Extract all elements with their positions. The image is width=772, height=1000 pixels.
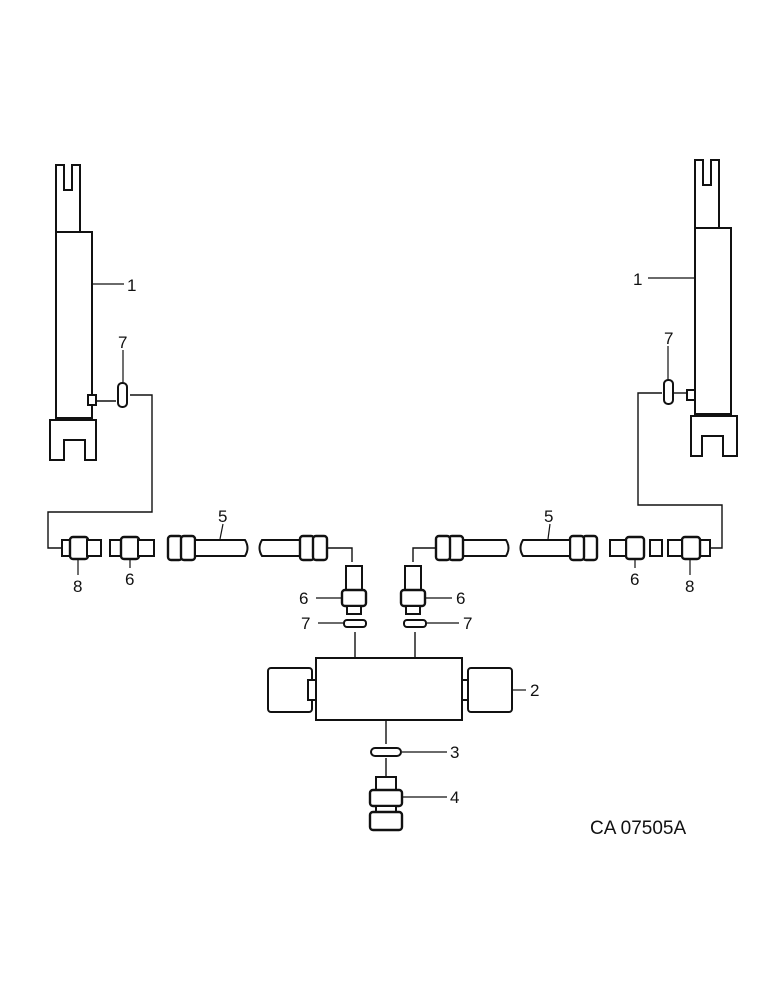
- callout-leaders: [77, 277, 694, 798]
- callout-5-left: 5: [218, 507, 227, 526]
- left-fitting-8: [61, 535, 102, 561]
- left-connection-lines: [47, 394, 153, 549]
- right-cylinder: [686, 159, 738, 457]
- callout-6-center-right: 6: [456, 589, 465, 608]
- callout-7-center-left: 7: [301, 614, 310, 633]
- callout-6-left-outer: 6: [125, 570, 134, 589]
- right-hose-5: [412, 534, 599, 562]
- callout-3: 3: [450, 743, 459, 762]
- callout-6-right-outer: 6: [630, 570, 639, 589]
- callout-6-center-left: 6: [299, 589, 308, 608]
- right-fitting-8: [667, 535, 711, 561]
- fitting-4: [368, 776, 404, 832]
- left-cylinder: [49, 164, 97, 461]
- center-left-fitting-6: [340, 565, 368, 615]
- o-ring-center-right: [403, 619, 427, 628]
- callout-7-right-top: 7: [664, 329, 673, 348]
- callout-4: 4: [450, 788, 459, 807]
- valve-body-2: [267, 657, 513, 721]
- left-fitting-6: [109, 535, 155, 561]
- callout-7-left-top: 7: [118, 333, 127, 352]
- callout-5-right: 5: [544, 507, 553, 526]
- drawing-code: CA 07505A: [590, 818, 686, 839]
- callout-1-left: 1: [127, 276, 136, 295]
- center-right-fitting-6: [399, 565, 427, 615]
- left-hose-5: [166, 534, 353, 562]
- right-connection-lines: [637, 392, 723, 549]
- callout-8-right: 8: [685, 577, 694, 596]
- o-ring-left-top: [117, 382, 128, 408]
- callout-7-center-right: 7: [463, 614, 472, 633]
- o-ring-center-left: [343, 619, 367, 628]
- o-ring-3: [370, 747, 402, 757]
- callout-2: 2: [530, 681, 539, 700]
- o-ring-right-top: [663, 379, 674, 405]
- callout-1-right: 1: [633, 270, 642, 289]
- right-fitting-6: [609, 535, 663, 561]
- callout-8-left: 8: [73, 577, 82, 596]
